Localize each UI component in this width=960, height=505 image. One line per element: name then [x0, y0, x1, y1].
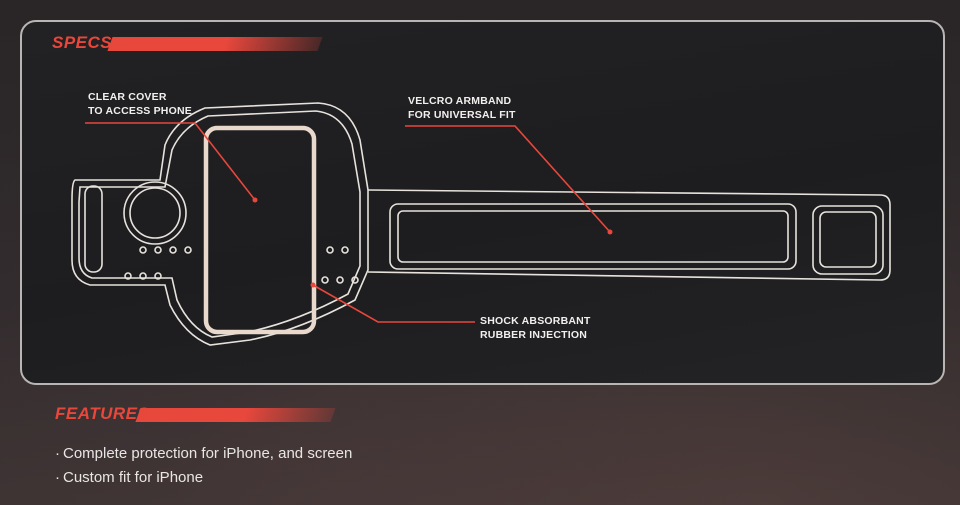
velcro-panel-outer [389, 203, 797, 270]
hole [139, 246, 147, 254]
hole [139, 272, 147, 280]
shock-label: SHOCK ABSORBANT RUBBER INJECTION [480, 314, 591, 342]
velcro-pointer [607, 229, 613, 235]
hole [351, 276, 359, 284]
shock-label-line2: RUBBER INJECTION [480, 329, 588, 341]
feature-item: ·Complete protection for iPhone, and scr… [55, 443, 352, 467]
velcro-label-line1: VELCRO ARMBAND [408, 95, 512, 107]
strap-buckle-outer [812, 205, 884, 275]
features-heading-bar [135, 408, 336, 422]
hole [124, 272, 132, 280]
specs-panel [20, 20, 945, 385]
left-slot [84, 185, 103, 273]
hole [169, 246, 177, 254]
clear-cover-label-line2: TO ACCESS PHONE [88, 105, 192, 117]
hole [326, 246, 334, 254]
cord-dial-inner [129, 187, 181, 239]
clear-cover-label: CLEAR COVER TO ACCESS PHONE [88, 90, 192, 118]
bullet-dot: · [55, 469, 60, 486]
shock-pointer [310, 282, 316, 288]
shock-leader [312, 284, 475, 323]
armband-holder-outline [71, 102, 369, 346]
feature-text: Complete protection for iPhone, and scre… [63, 445, 353, 462]
strap-buckle-inner [819, 211, 877, 268]
clear-cover-label-line1: CLEAR COVER [88, 91, 167, 103]
specs-heading: SPECS [52, 33, 113, 52]
hole [154, 246, 162, 254]
velcro-strap-outline [367, 189, 891, 281]
hole [336, 276, 344, 284]
shock-label-line1: SHOCK ABSORBANT [480, 315, 591, 327]
features-list: ·Complete protection for iPhone, and scr… [55, 443, 352, 491]
hole [154, 272, 162, 280]
phone-clear-cover [203, 125, 317, 335]
hole [321, 276, 329, 284]
velcro-label-line2: FOR UNIVERSAL FIT [408, 109, 516, 121]
clear-cover-leader [85, 122, 256, 201]
feature-item: ·Custom fit for iPhone [55, 467, 352, 491]
velcro-panel-inner [397, 210, 789, 263]
features-heading: FEATURES [55, 404, 150, 423]
feature-text: Custom fit for iPhone [63, 469, 204, 486]
bullet-dot: · [55, 445, 60, 462]
armband-holder-inner-outline [78, 110, 361, 338]
hole [341, 246, 349, 254]
velcro-label: VELCRO ARMBAND FOR UNIVERSAL FIT [408, 94, 516, 122]
hole [184, 246, 192, 254]
clear-cover-pointer [252, 197, 258, 203]
velcro-leader [405, 125, 611, 233]
cord-dial-outer [123, 181, 187, 245]
